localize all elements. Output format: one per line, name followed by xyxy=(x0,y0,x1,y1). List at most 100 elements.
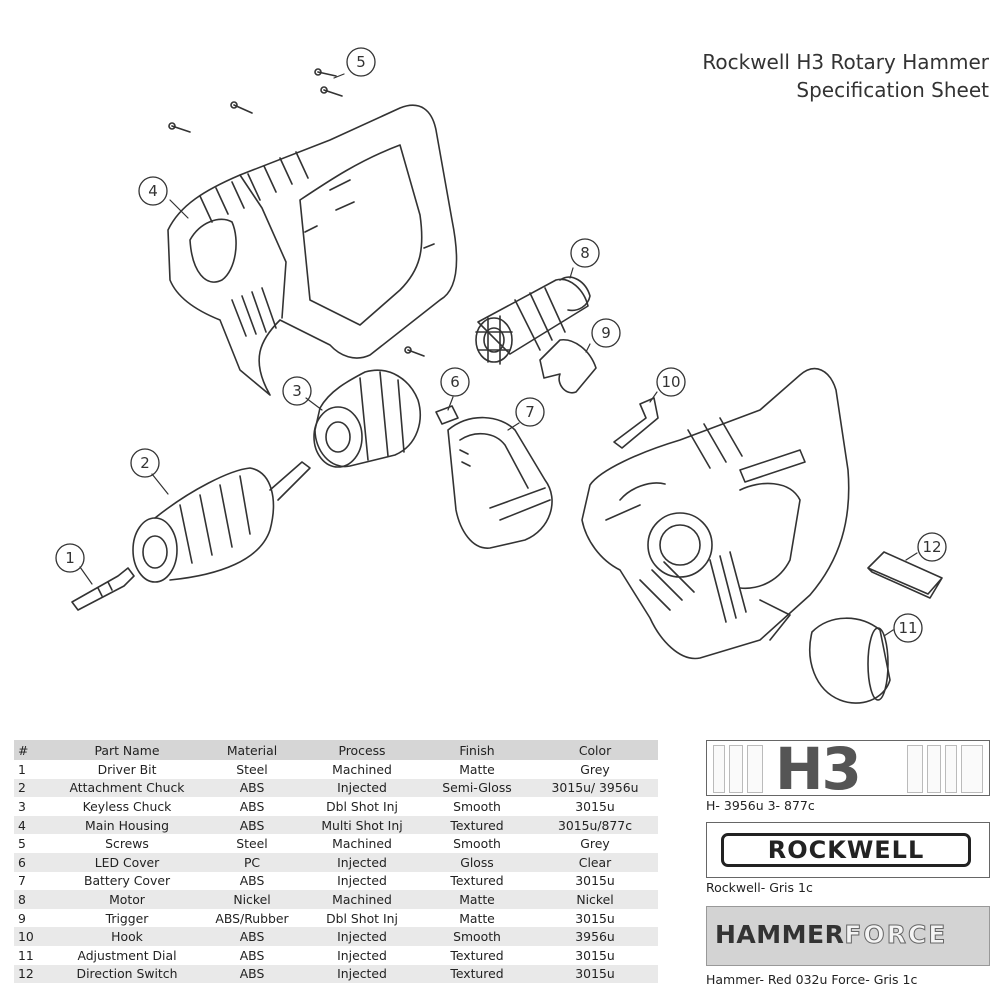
table-cell: Hook xyxy=(52,927,202,946)
table-cell: Attachment Chuck xyxy=(52,778,202,798)
table-cell: Screws xyxy=(105,836,149,852)
table-cell: Machined xyxy=(302,890,422,909)
hammerforce-logo-caption: Hammer- Red 032u Force- Gris 1c xyxy=(706,972,918,987)
table-cell: 8 xyxy=(14,890,52,909)
table-cell: Motor xyxy=(52,890,202,909)
callout-label-7: 7 xyxy=(525,403,535,421)
callout-label-2: 2 xyxy=(140,454,150,472)
column-header: # xyxy=(14,740,52,760)
screws-drawing xyxy=(168,68,425,357)
parts-spec-table: # Part Name Material Process Finish Colo… xyxy=(14,740,658,984)
callout-label-11: 11 xyxy=(898,619,917,637)
table-cell: Semi-Gloss xyxy=(422,778,532,798)
table-cell: Machined xyxy=(332,836,392,852)
table-cell: ABS/Rubber xyxy=(215,910,289,926)
table-cell: Textured xyxy=(422,964,532,984)
table-cell: Trigger xyxy=(105,910,149,926)
table-cell: ABS xyxy=(202,964,302,984)
table-cell: 3 xyxy=(18,798,26,814)
table-cell: Driver Bit xyxy=(97,761,157,777)
callout-circle-3 xyxy=(282,376,312,406)
table-cell: Adjustment Dial xyxy=(77,947,177,963)
table-cell: ABS xyxy=(202,778,302,798)
sheet-title: Rockwell H3 Rotary Hammer Specification … xyxy=(702,48,989,104)
hammerforce-logo-text: HAMMERFORCE xyxy=(715,920,947,950)
callout-label-1: 1 xyxy=(65,549,75,567)
callout-circle-11 xyxy=(893,613,923,643)
table-cell: ABS xyxy=(202,815,302,835)
table-cell: Injected xyxy=(302,964,422,984)
table-cell: 12 xyxy=(14,964,52,984)
column-header: Process xyxy=(302,740,422,760)
callout-label-6: 6 xyxy=(450,373,460,391)
callout-markers xyxy=(55,47,947,643)
table-cell: Injected xyxy=(337,873,387,889)
hammer-word: HAMMER xyxy=(715,920,845,949)
table-cell: Dbl Shot Inj xyxy=(326,910,398,926)
callout-circle-8 xyxy=(570,238,600,268)
table-cell: Keyless Chuck xyxy=(82,798,172,814)
table-cell: Steel xyxy=(236,836,268,852)
h3-logo-caption: H- 3956u 3- 877c xyxy=(706,798,815,813)
sheet-title-line2: Specification Sheet xyxy=(796,78,989,102)
column-header: Color xyxy=(532,740,658,760)
table-cell: Textured xyxy=(450,873,504,889)
rockwell-logo-caption: Rockwell- Gris 1c xyxy=(706,880,813,895)
table-cell: Steel xyxy=(236,761,268,777)
battery-cover-drawing xyxy=(447,416,553,549)
table-cell: Textured xyxy=(422,815,532,835)
table-cell: 3015u xyxy=(575,873,615,889)
table-cell: Matte xyxy=(422,890,532,909)
table-cell: Grey xyxy=(580,761,610,777)
table-cell: 2 xyxy=(14,778,52,798)
table-cell: ABS xyxy=(202,927,302,946)
callout-leaders xyxy=(79,73,918,637)
table-cell: Injected xyxy=(302,778,422,798)
table-cell: Textured xyxy=(450,947,504,963)
column-header: Finish xyxy=(422,740,532,760)
table-cell: ABS xyxy=(239,798,265,814)
direction-switch-drawing xyxy=(867,551,943,599)
table-cell: Matte xyxy=(459,910,495,926)
table-cell: Main Housing xyxy=(52,815,202,835)
table-cell: Machined xyxy=(332,761,392,777)
callout-label-5: 5 xyxy=(356,53,366,71)
table-cell: 7 xyxy=(18,873,26,889)
table-cell: Grey xyxy=(580,836,610,852)
callout-label-3: 3 xyxy=(292,382,302,400)
table-cell: Injected xyxy=(302,927,422,946)
table-cell: Battery Cover xyxy=(83,873,171,889)
attachment-chuck-drawing xyxy=(132,461,311,583)
led-cover-drawing xyxy=(435,405,459,425)
table-cell: 3015u xyxy=(575,798,615,814)
callout-circle-7 xyxy=(515,397,545,427)
table-cell: 9 xyxy=(18,910,26,926)
tool-body-drawing xyxy=(581,367,850,660)
main-housing-drawing xyxy=(167,104,458,396)
table-cell: 6 xyxy=(14,852,52,872)
table-cell: 3015u/877c xyxy=(532,815,658,835)
table-cell: ABS xyxy=(239,873,265,889)
table-cell: Smooth xyxy=(453,836,501,852)
table-cell: Injected xyxy=(302,852,422,872)
adjustment-dial-drawing xyxy=(809,617,891,704)
table-cell: 11 xyxy=(18,947,34,963)
callout-circle-4 xyxy=(138,176,168,206)
hook-drawing xyxy=(613,397,659,449)
callout-circle-9 xyxy=(591,318,621,348)
driver-bit-drawing xyxy=(71,567,135,611)
table-cell: 3015u/ 3956u xyxy=(532,778,658,798)
callout-label-4: 4 xyxy=(148,182,158,200)
callout-circle-12 xyxy=(917,532,947,562)
table-cell: Gloss xyxy=(422,852,532,872)
table-cell: Direction Switch xyxy=(52,964,202,984)
